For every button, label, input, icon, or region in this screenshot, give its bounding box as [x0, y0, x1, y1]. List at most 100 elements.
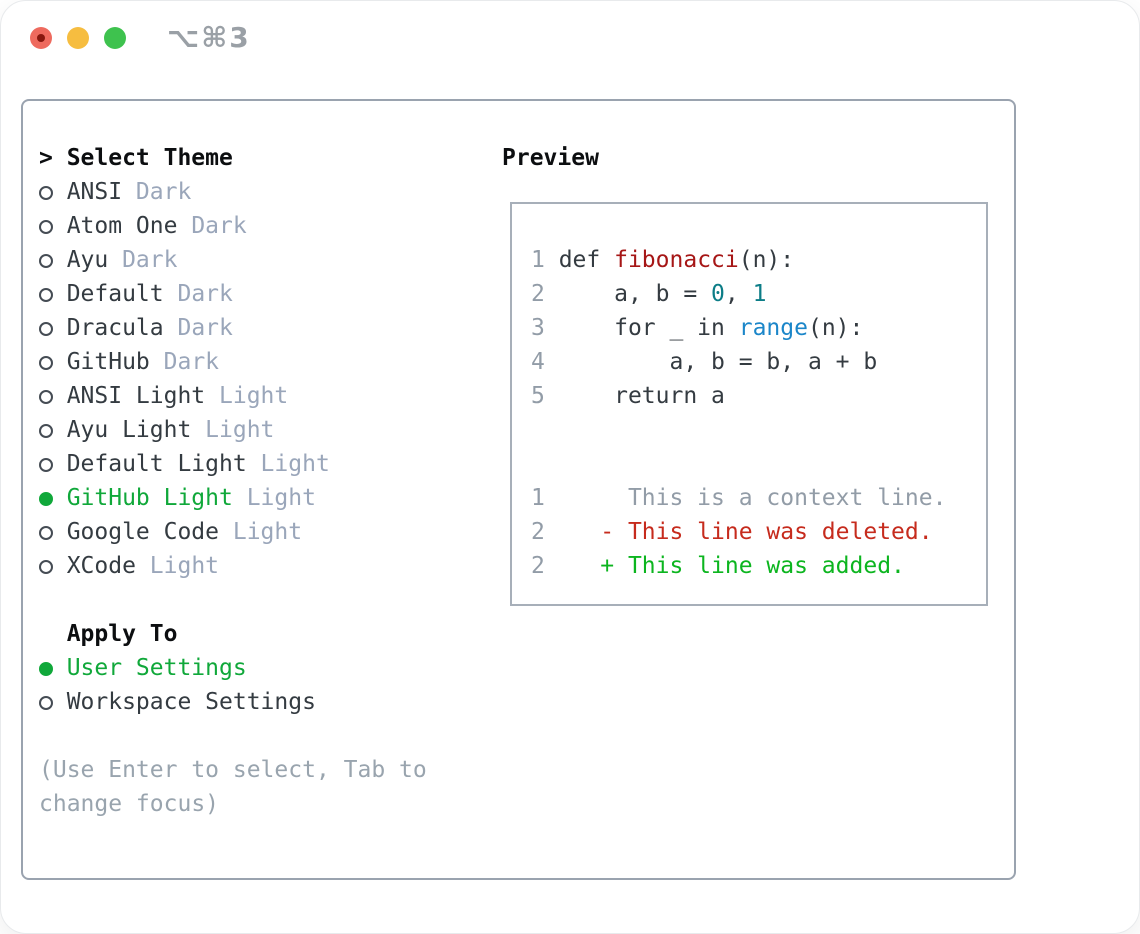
theme-option-google-code[interactable]: Google Code Light — [39, 515, 427, 549]
preview-title: Preview — [502, 145, 599, 171]
code-segment-builtin: range — [738, 315, 808, 341]
code-line: 5 return a — [531, 379, 946, 413]
radio-unselected-icon — [39, 560, 53, 574]
code-line: 4 a, b = b, a + b — [531, 345, 946, 379]
select-theme-title: Select Theme — [66, 145, 233, 171]
radio-icon — [39, 549, 67, 583]
radio-icon — [39, 685, 67, 719]
option-tag: Dark — [163, 315, 233, 341]
code-line: 3 for _ in range(n): — [531, 311, 946, 345]
preview-box — [510, 202, 988, 606]
code-segment-plain: a, b = b, a + b — [544, 349, 878, 375]
radio-unselected-icon — [39, 254, 53, 268]
theme-option-github[interactable]: GitHub Dark — [39, 345, 427, 379]
theme-option-dracula[interactable]: Dracula Dark — [39, 311, 427, 345]
apply-option-user-settings[interactable]: User Settings — [39, 651, 427, 685]
radio-icon — [39, 209, 67, 243]
option-tag: Light — [232, 485, 316, 511]
option-label: ANSI Light — [66, 383, 206, 409]
option-label: Workspace Settings — [66, 689, 316, 715]
option-label: Default Light — [66, 451, 247, 477]
theme-option-github-light[interactable]: GitHub Light Light — [39, 481, 427, 515]
option-tag: Dark — [122, 179, 192, 205]
caret-icon: > — [39, 145, 53, 171]
code-segment-plain: , — [724, 281, 753, 307]
apply-to-header: Apply To — [39, 617, 427, 651]
theme-option-default-light[interactable]: Default Light Light — [39, 447, 427, 481]
option-label: Google Code — [66, 519, 220, 545]
blank-line — [531, 413, 946, 447]
spacer — [39, 583, 427, 617]
option-label: Ayu Light — [66, 417, 192, 443]
theme-option-default[interactable]: Default Dark — [39, 277, 427, 311]
close-button-dot — [37, 34, 45, 42]
radio-unselected-icon — [39, 288, 53, 302]
radio-icon — [39, 175, 67, 209]
code-segment-plain: for _ in — [544, 315, 739, 341]
option-tag: Light — [219, 519, 303, 545]
option-tag: Light — [191, 417, 275, 443]
option-label: Dracula — [66, 315, 164, 341]
apply-to-title: Apply To — [66, 621, 178, 647]
code-segment-del: - This line was deleted. — [544, 519, 933, 545]
radio-unselected-icon — [39, 356, 53, 370]
theme-option-ansi-light[interactable]: ANSI Light Light — [39, 379, 427, 413]
apply-option-workspace-settings[interactable]: Workspace Settings — [39, 685, 427, 719]
theme-option-ayu-light[interactable]: Ayu Light Light — [39, 413, 427, 447]
help-text-line: change focus) — [39, 791, 220, 817]
code-segment-plain: def — [544, 247, 615, 273]
theme-option-xcode[interactable]: XCode Light — [39, 549, 427, 583]
code-segment-plain: (n): — [807, 315, 864, 341]
radio-icon — [39, 481, 67, 515]
diff-line: 2 - This line was deleted. — [531, 515, 946, 549]
option-label: User Settings — [66, 655, 247, 681]
radio-unselected-icon — [39, 390, 53, 404]
option-tag: Light — [246, 451, 330, 477]
code-segment-func: fibonacci — [614, 247, 739, 273]
radio-icon — [39, 651, 67, 685]
option-tag: Light — [205, 383, 289, 409]
zoom-button[interactable] — [104, 27, 126, 49]
spacer — [39, 719, 427, 753]
diff-line: 2 + This line was added. — [531, 549, 946, 583]
code-segment-plain: a, b = — [544, 281, 712, 307]
line-number: 2 — [531, 519, 545, 545]
code-segment-plain: (n): — [738, 247, 795, 273]
radio-icon — [39, 243, 67, 277]
window-title: ⌥⌘3 — [167, 21, 251, 54]
radio-unselected-icon — [39, 526, 53, 540]
blank-line — [531, 447, 946, 481]
radio-icon — [39, 311, 67, 345]
radio-selected-icon — [39, 662, 53, 676]
minimize-button[interactable] — [67, 27, 89, 49]
radio-icon — [39, 277, 67, 311]
option-label: Default — [66, 281, 164, 307]
radio-selected-icon — [39, 492, 53, 506]
option-label: GitHub Light — [66, 485, 233, 511]
radio-icon — [39, 515, 67, 549]
radio-unselected-icon — [39, 696, 53, 710]
code-segment-num: 1 — [752, 281, 767, 307]
code-segment-plain: return a — [544, 383, 725, 409]
radio-unselected-icon — [39, 322, 53, 336]
line-number: 2 — [531, 553, 545, 579]
theme-option-ayu[interactable]: Ayu Dark — [39, 243, 427, 277]
code-segment-add: + This line was added. — [544, 553, 905, 579]
theme-option-atom-one[interactable]: Atom One Dark — [39, 209, 427, 243]
close-button[interactable] — [30, 27, 52, 49]
radio-icon — [39, 447, 67, 481]
radio-icon — [39, 413, 67, 447]
radio-unselected-icon — [39, 458, 53, 472]
theme-option-ansi[interactable]: ANSI Dark — [39, 175, 427, 209]
help-text: (Use Enter to select, Tab to — [39, 753, 427, 787]
option-label: Ayu — [66, 247, 109, 273]
line-number: 4 — [531, 349, 545, 375]
option-tag: Light — [135, 553, 220, 579]
line-number: 1 — [531, 247, 545, 273]
help-text: change focus) — [39, 787, 427, 821]
line-number: 2 — [531, 281, 545, 307]
line-number: 5 — [531, 383, 545, 409]
